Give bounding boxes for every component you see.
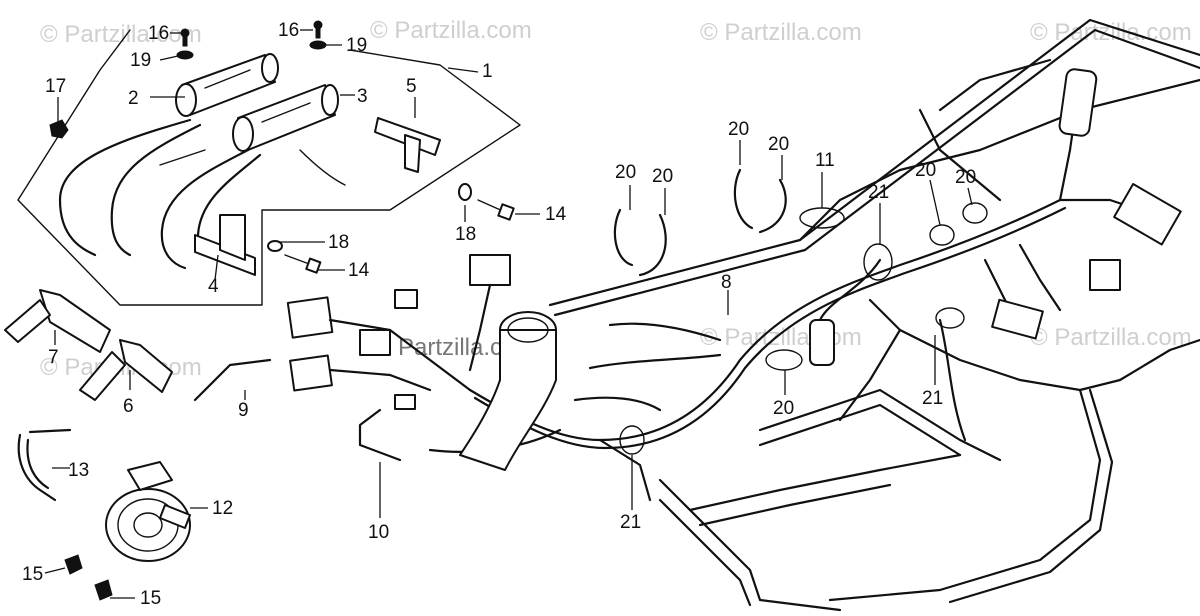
- callout-20c: 20: [728, 119, 749, 140]
- motorcycle-frame: [548, 18, 1200, 612]
- callout-17: 17: [45, 76, 66, 97]
- callout-21a: 21: [868, 182, 889, 203]
- callout-7: 7: [48, 347, 59, 368]
- callout-18a: 18: [455, 224, 476, 245]
- relay-cluster: [193, 254, 511, 462]
- callout-20b: 20: [652, 166, 673, 187]
- callout-19a: 19: [130, 50, 151, 71]
- spark-plug-cap-6: [79, 339, 173, 401]
- callout-12: 12: [212, 498, 233, 519]
- bracket-5: [374, 117, 441, 173]
- callout-20d: 20: [768, 134, 789, 155]
- callout-15b: 15: [140, 588, 161, 609]
- callout-4: 4: [208, 276, 219, 297]
- ignition-coil-2: [175, 53, 279, 117]
- watermark-7: © Partzilla.com: [1030, 324, 1192, 351]
- wire-clamps: [613, 168, 988, 455]
- air-intake-tube: [459, 311, 557, 471]
- right-connectors: [809, 68, 1182, 366]
- callout-15a: 15: [22, 564, 43, 585]
- callout-3: 3: [357, 86, 368, 107]
- watermark-4: © Partzilla.com: [1030, 19, 1192, 46]
- callout-1: 1: [482, 61, 493, 82]
- strap-13: [17, 428, 72, 502]
- watermark-6: © Partzilla.com: [700, 324, 862, 351]
- spark-plug-cap-7: [4, 289, 111, 353]
- callout-20e: 20: [915, 160, 936, 181]
- ignition-coil-3: [232, 84, 339, 152]
- callout-14a: 14: [545, 204, 567, 225]
- callout-9: 9: [238, 400, 249, 421]
- callout-20f: 20: [955, 167, 976, 188]
- watermark-2: © Partzilla.com: [370, 17, 532, 44]
- callout-16b: 16: [278, 20, 299, 41]
- cap-nut-17: [49, 119, 69, 139]
- coil-bolts: [176, 20, 327, 60]
- callout-20g: 20: [773, 398, 794, 419]
- callout-10: 10: [368, 522, 389, 543]
- bolt-14-lower: [267, 240, 322, 274]
- callout-19b: 19: [346, 35, 367, 56]
- bolt-14-upper: [458, 183, 515, 221]
- callout-21c: 21: [620, 512, 641, 533]
- callout-14b: 14: [348, 260, 370, 281]
- callout-5: 5: [406, 76, 417, 97]
- callout-16a: 16: [148, 23, 169, 44]
- callout-labels: 1 2 3 4 5 6 7 8 9 10 11 12 13 14 14 15 1…: [22, 20, 976, 609]
- callout-8: 8: [721, 272, 732, 293]
- callout-13: 13: [68, 460, 89, 481]
- horn-12: [105, 461, 191, 562]
- high-tension-leads: [58, 118, 346, 270]
- callout-6: 6: [123, 396, 134, 417]
- watermark-3: © Partzilla.com: [700, 19, 862, 46]
- coil-bracket-4: [194, 214, 256, 276]
- callout-18b: 18: [328, 232, 349, 253]
- main-wiring-harness-8: [428, 78, 1142, 502]
- callout-21b: 21: [922, 388, 943, 409]
- callout-20a: 20: [615, 162, 636, 183]
- leader-lines: [44, 29, 973, 599]
- callout-11: 11: [815, 150, 835, 171]
- watermark-1: © Partzilla.com: [40, 21, 202, 48]
- callout-2: 2: [128, 88, 139, 109]
- bolts-15: [64, 554, 113, 601]
